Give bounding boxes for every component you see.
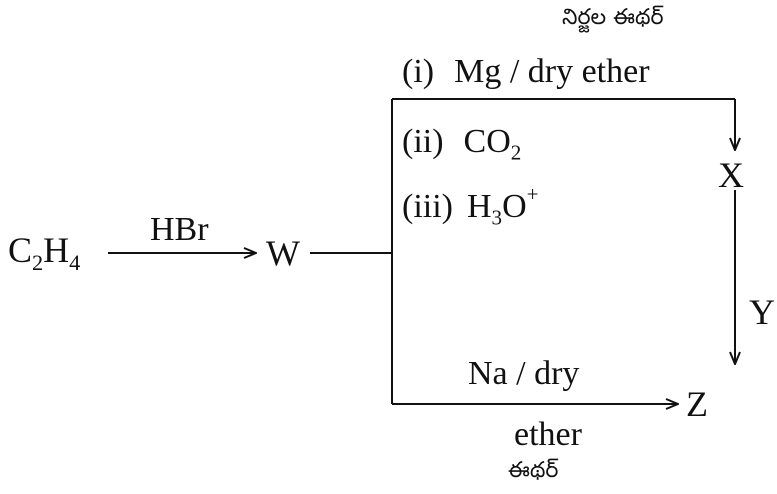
reactant-ethene: C2H4: [8, 230, 81, 275]
hbr-label: HBr: [150, 211, 209, 248]
upper-telugu-note: నిర్జల ఈథర్: [562, 5, 664, 30]
step-ii: (ii)CO2: [402, 123, 522, 165]
step-i: (i)Mg / dry ether: [402, 53, 650, 90]
z-label: Z: [686, 384, 708, 424]
lower-telugu-note: ఈథర్: [508, 458, 559, 483]
x-label: X: [718, 155, 744, 195]
lower-reagent-line2: ether: [514, 416, 582, 453]
w-label: W: [266, 233, 300, 273]
step-iii: (iii)H3O+: [402, 182, 539, 230]
y-label: Y: [749, 292, 775, 332]
lower-reagent-line1: Na / dry: [468, 355, 580, 392]
